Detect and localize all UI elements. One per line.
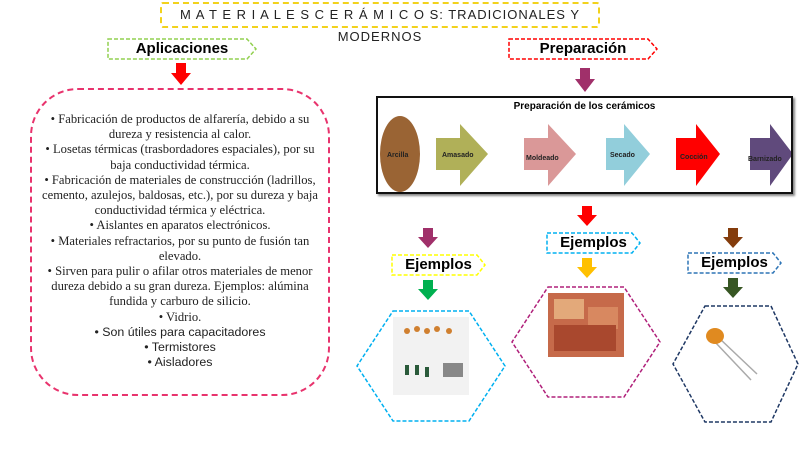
list-item: • Aisladores [147,355,213,370]
bricks-image-frame [511,286,661,398]
step-barnizado [750,124,791,186]
step-moldeado [524,124,576,186]
arrow-down-icon [577,258,597,278]
arrow-down-icon [418,280,438,300]
ceramic-capacitor-image [706,328,758,381]
arrow-down-icon [575,68,595,92]
ceramic-capacitor-image-frame [672,305,799,423]
step-label: Amasado [442,152,474,159]
aplicaciones-label: Aplicaciones [107,38,257,60]
aplicaciones-list: • Fabricación de productos de alfarería,… [30,88,330,396]
list-item: • Sirven para pulir o afilar otros mater… [47,264,313,309]
list-item: • Materiales refractarios, por su punto … [50,233,310,263]
step-secado [606,124,650,186]
preparation-diagram: Preparación de los cerámicos Arcilla Ama… [376,96,793,194]
list-item: • Fabricación de productos de alfarería,… [50,112,310,142]
arrow-down-icon [418,228,438,248]
list-item: • Fabricación de materiales de construcc… [42,172,318,218]
ejemplos-center-label: Ejemplos [546,232,641,254]
ejemplos-left-label: Ejemplos [391,254,486,276]
capacitors-image-frame [356,310,506,422]
list-item: • Losetas térmicas (trasbordadores espac… [45,142,315,172]
arrow-down-icon [171,63,191,85]
page-title: M A T E R I A L E S C E R Á M I C O S: T… [160,2,600,44]
capacitors-image [393,317,469,395]
list-item: • Son útiles para capacitadores [94,324,266,339]
list-item: • Termistores [144,340,216,355]
step-amasado [436,124,488,186]
step-label: Arcilla [387,152,409,159]
preparacion-label: Preparación [508,38,658,60]
arrow-down-icon [723,228,743,248]
arrow-down-icon [577,206,597,226]
process-steps [380,116,791,192]
step-label: Moldeado [526,155,559,162]
step-label: Barnizado [748,156,782,163]
step-label: Cocción [680,154,708,161]
list-item: • Vidrio. [158,309,202,324]
ejemplos-right-label: Ejemplos [687,252,782,274]
step-coccion [676,124,720,186]
step-arcilla [380,116,420,192]
list-item: • Aislantes en aparatos electrónicos. [89,218,271,233]
step-label: Secado [610,152,635,159]
arrow-down-icon [723,278,743,298]
diagram-title: Preparación de los cerámicos [513,101,656,112]
